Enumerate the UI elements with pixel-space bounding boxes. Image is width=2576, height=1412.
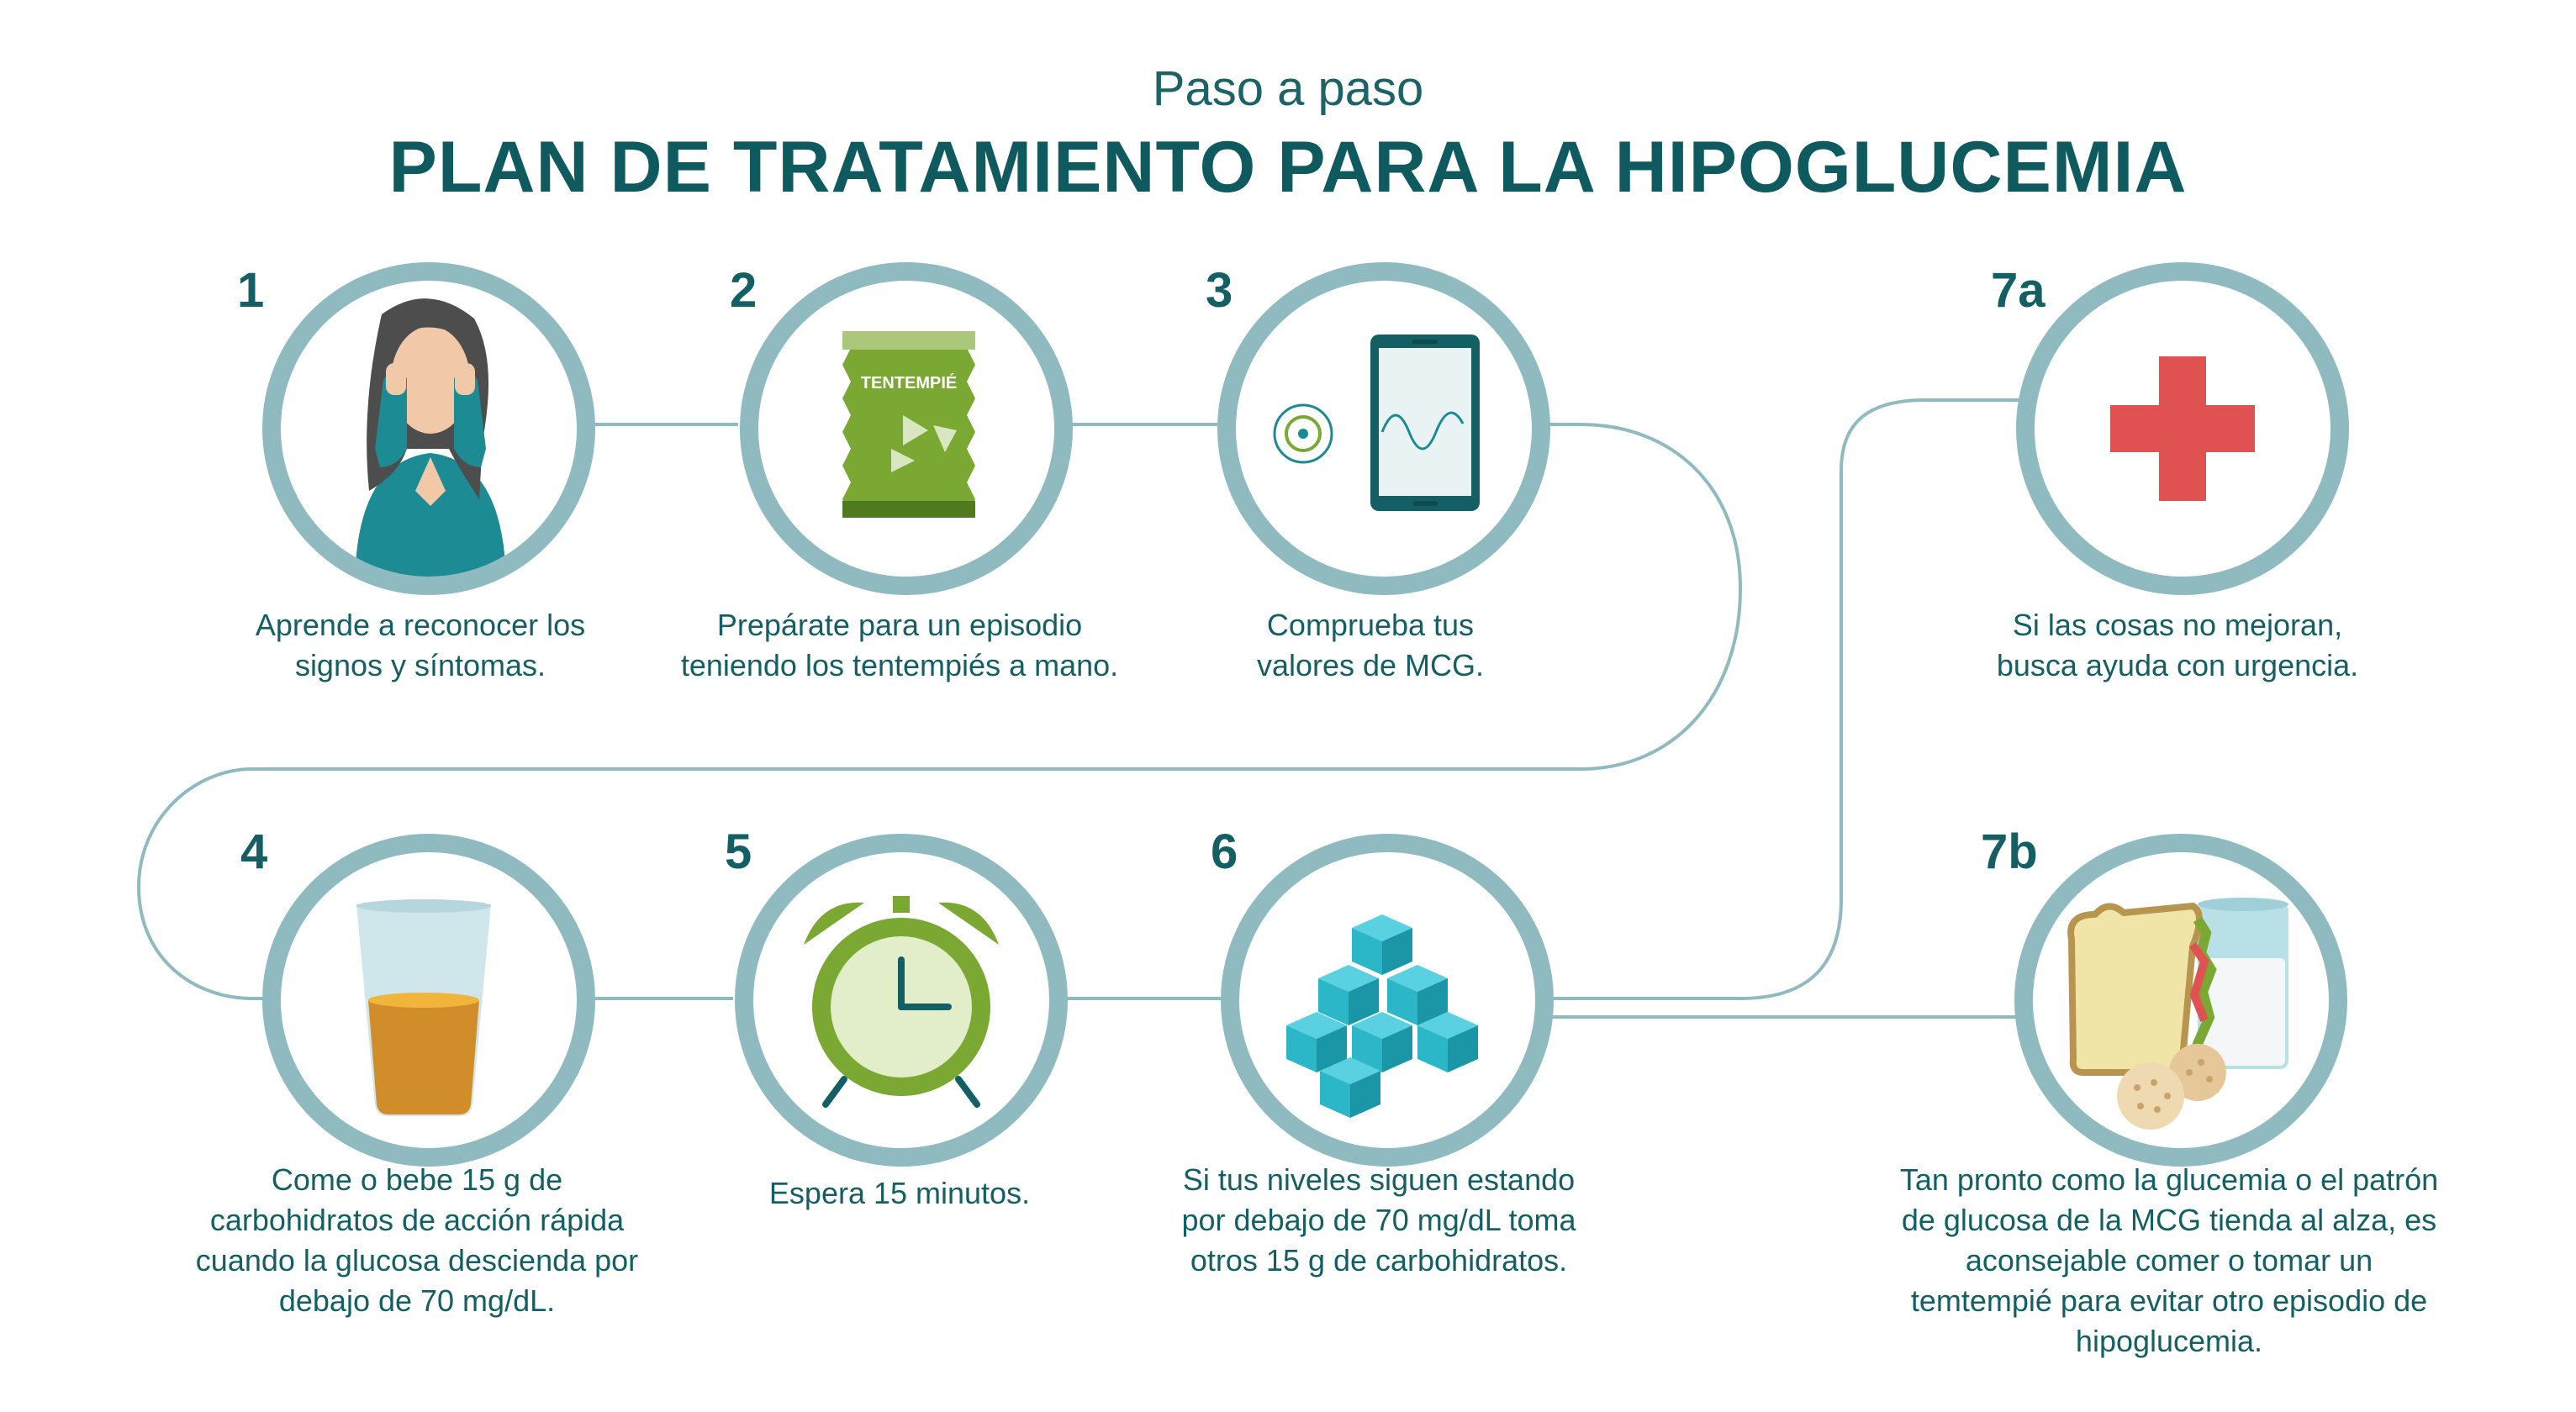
step-7b-circle <box>2014 834 2347 1167</box>
step-number-3: 3 <box>1206 263 1233 318</box>
step-7b-caption: Tan pronto como la glucemia o el patrón … <box>1899 1162 2439 1358</box>
snack-bag-label: TENTEMPIÉ <box>861 373 957 393</box>
red-cross-icon <box>2110 356 2255 501</box>
step-5-circle <box>735 834 1068 1167</box>
step-7a-circle <box>2016 262 2349 595</box>
connector-6-7a <box>1540 398 2035 1000</box>
step-7a-caption: Si las cosas no mejoran, busca ayuda con… <box>1996 608 2359 682</box>
step-1-caption: Aprende a reconocer los signos y síntoma… <box>255 608 586 682</box>
step-6-caption: Si tus niveles siguen estando por debajo… <box>1181 1162 1576 1278</box>
alarm-clock-icon <box>804 896 999 1108</box>
step-number-2: 2 <box>730 263 757 318</box>
step-number-5: 5 <box>725 825 752 879</box>
page-subtitle: Paso a paso <box>1152 61 1424 116</box>
step-2-caption: Prepárate para un episodio teniendo los … <box>680 608 1119 682</box>
cgm-sensor-phone-icon <box>1273 335 1480 511</box>
step-number-7a: 7a <box>1991 263 2045 318</box>
connector-3-4 <box>136 423 1743 1000</box>
juice-glass-icon <box>356 899 491 1116</box>
step-number-6: 6 <box>1211 825 1238 879</box>
step-number-1: 1 <box>237 263 265 318</box>
step-3-circle <box>1217 262 1550 595</box>
step-4-circle <box>262 834 595 1167</box>
step-4-caption: Come o bebe 15 g de carbohidratos de acc… <box>195 1162 639 1318</box>
step-6-circle <box>1221 834 1554 1167</box>
step-3-caption: Comprueba tus valores de MCG. <box>1256 608 1485 682</box>
stressed-woman-icon <box>355 298 506 577</box>
sugar-cubes-icon <box>1286 914 1478 1118</box>
step-2-circle: TENTEMPIÉ <box>740 262 1073 595</box>
step-number-7b: 7b <box>1981 825 2038 879</box>
page-title: PLAN DE TRATAMIENTO PARA LA HIPOGLUCEMIA <box>388 127 2188 208</box>
step-1-circle <box>262 262 595 595</box>
snack-bag-icon: TENTEMPIÉ <box>842 331 975 518</box>
step-5-caption: Espera 15 minutos. <box>768 1176 1031 1210</box>
step-number-4: 4 <box>240 825 268 879</box>
sandwich-milk-icon <box>2067 898 2288 1130</box>
